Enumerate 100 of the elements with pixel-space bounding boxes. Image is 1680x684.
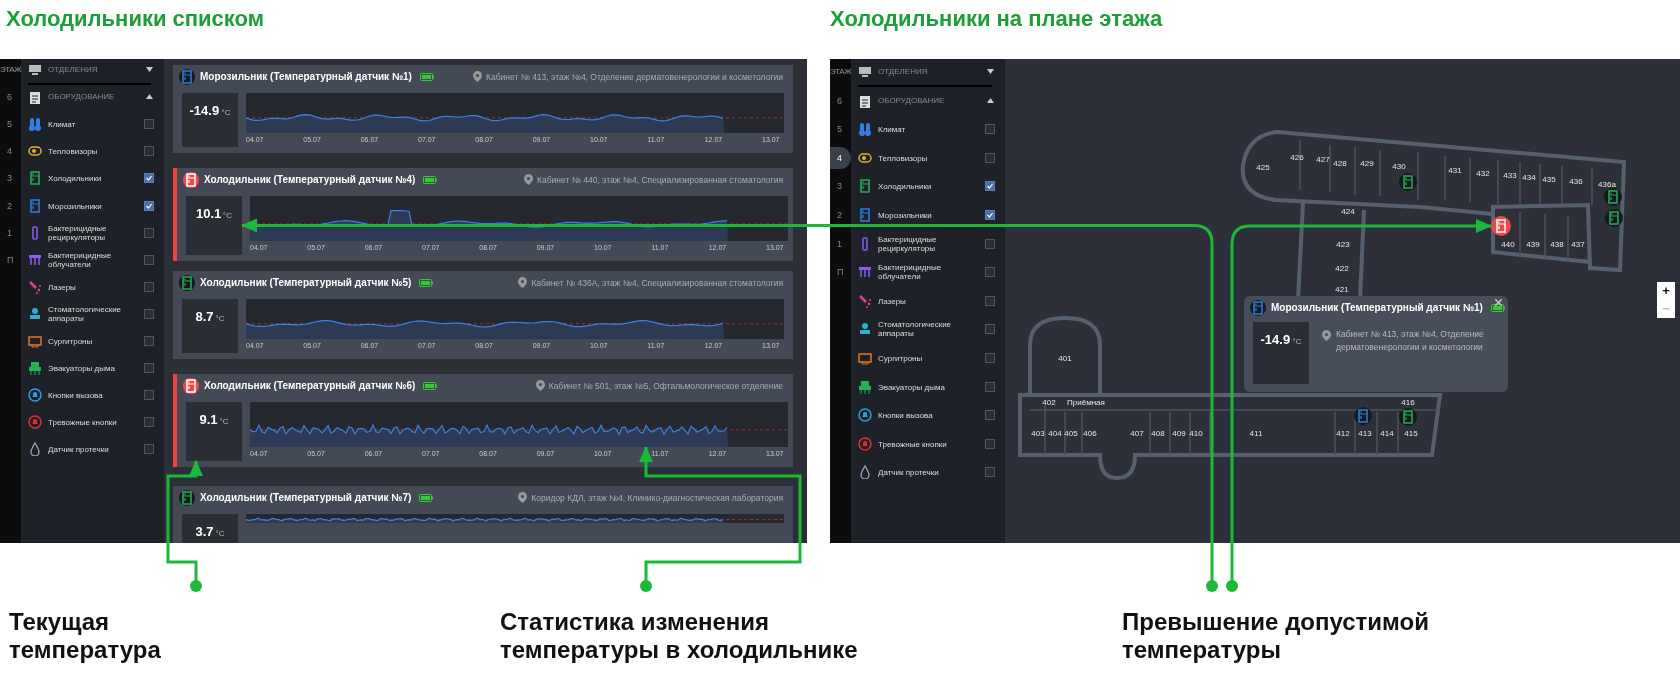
temperature-value: -14.9 xyxy=(189,103,220,118)
floor-number: 4 xyxy=(7,146,12,157)
sensor-title: Холодильник (Температурный датчик №4) xyxy=(204,174,416,185)
menu-heading: ОТДЕЛЕНИЯ xyxy=(48,65,98,74)
room-number: 436 xyxy=(1569,176,1583,186)
sensor-title: Морозильник (Температурный датчик №1) xyxy=(1271,302,1483,313)
room-number: Приёмная xyxy=(1067,397,1105,407)
room-number: 435 xyxy=(1542,174,1556,184)
floor-label: ЭТАЖ xyxy=(830,67,852,76)
sensor-title: Холодильник (Температурный датчик №5) xyxy=(200,277,412,288)
location-text: Кабинет № 413, этаж №4, Отделение дерматовенерологии и косметологии xyxy=(485,72,783,82)
fridge-marker-icon xyxy=(1491,216,1511,236)
sensor-card xyxy=(173,271,793,359)
temperature-unit: °C xyxy=(1292,337,1302,346)
arrow xyxy=(639,446,802,592)
room-number: 426 xyxy=(1290,152,1304,162)
callout-text: Статистика изменения температуры в холодильнике xyxy=(500,586,900,664)
floor-label: ЭТАЖ xyxy=(0,65,22,74)
room-number: 430 xyxy=(1392,161,1406,171)
floor-number: 1 xyxy=(7,227,12,238)
location-text: Коридор КДЛ, этаж №4, Клинико-диагностическая лаборатория xyxy=(531,493,783,503)
zoom-out-button: − xyxy=(1657,300,1675,318)
temperature-unit: °C xyxy=(215,314,225,323)
room-number: 402 xyxy=(1042,397,1056,407)
menu-item: Тревожные кнопки xyxy=(878,439,948,449)
room-number: 410 xyxy=(1189,428,1203,438)
sensor-card xyxy=(173,486,793,543)
menu-heading: ОБОРУДОВАНИЕ xyxy=(48,92,115,102)
room-number: 436а xyxy=(1598,179,1616,189)
temperature-tile xyxy=(1253,322,1309,384)
temperature-tile xyxy=(186,402,242,461)
menu-heading: ОБОРУДОВАНИЕ xyxy=(878,95,945,105)
room-number: 415 xyxy=(1404,428,1418,438)
arrow xyxy=(166,460,203,592)
room-number: 414 xyxy=(1380,428,1394,438)
temperature-tile xyxy=(182,514,238,543)
floor-number: 3 xyxy=(837,181,842,192)
room-number: 437 xyxy=(1571,239,1585,249)
temperature-tile xyxy=(186,196,242,255)
room-number: 405 xyxy=(1064,428,1078,438)
menu-heading: ОТДЕЛЕНИЯ xyxy=(878,67,928,76)
section-heading: Холодильники на плане этажа xyxy=(830,6,1163,32)
menu-item: Сургитроны xyxy=(878,353,924,363)
zoom-in-button: + xyxy=(1657,282,1675,300)
floor-number: П xyxy=(837,267,844,278)
menu-item: Кнопки вызова xyxy=(878,410,934,420)
temperature-value: -14.9 xyxy=(1260,332,1291,347)
room-number: 440 xyxy=(1501,239,1515,249)
sensor-card xyxy=(173,65,793,153)
info-popup xyxy=(1244,296,1508,392)
room-number: 403 xyxy=(1031,428,1045,438)
temperature-unit: °C xyxy=(221,108,231,117)
sensor-card xyxy=(173,374,793,467)
floor-number: 3 xyxy=(7,173,12,184)
room-number: 433 xyxy=(1503,170,1517,180)
room-number: 424 xyxy=(1341,206,1355,216)
room-number: 431 xyxy=(1448,165,1462,175)
temperature-value: 8.7 xyxy=(195,309,214,324)
menu-item: Бактиерицидные облучатели xyxy=(878,263,943,282)
menu-item: Стоматологические аппараты xyxy=(878,320,953,339)
room-number: 428 xyxy=(1333,158,1347,168)
floor-number: 1 xyxy=(837,238,842,249)
room-number: 416 xyxy=(1401,397,1415,407)
floor-number: 5 xyxy=(837,124,842,135)
location-text: Кабинет № 440, этаж №4, Специализированная стоматология xyxy=(537,175,783,185)
menu-item: Климат xyxy=(48,119,77,129)
callout-text: Текущая температура xyxy=(9,586,214,664)
room-number: 434 xyxy=(1522,172,1536,182)
menu-item: Эвакуаторы дыма xyxy=(878,382,946,392)
room-number: 413 xyxy=(1358,428,1372,438)
menu-item: Бактерицидные рециркуляторы xyxy=(48,223,108,242)
menu-item: Лазеры xyxy=(48,282,77,292)
menu-item: Морозильники xyxy=(48,201,103,210)
room-number: 427 xyxy=(1316,154,1330,164)
arrow xyxy=(1226,219,1492,592)
temperature-unit: °C xyxy=(215,529,225,538)
menu-item: Эвакуаторы дыма xyxy=(48,363,116,373)
floor-number: 2 xyxy=(837,210,842,220)
temperature-value: 3.7 xyxy=(195,524,214,539)
room-number: 407 xyxy=(1130,428,1144,438)
temperature-tile xyxy=(182,299,238,353)
sensor-title: Морозильник (Температурный датчик №1) xyxy=(200,71,412,82)
temperature-value: 10.1 xyxy=(196,206,222,221)
menu-item: Холодильники xyxy=(878,181,933,191)
temperature-unit: °C xyxy=(219,417,229,426)
floor-number: 4 xyxy=(837,152,842,163)
menu-item: Климат xyxy=(878,124,907,134)
menu-item: Кнопки вызова xyxy=(48,390,104,400)
menu-item: Тепловизоры xyxy=(878,153,929,163)
menu-item: Морозильники xyxy=(878,210,933,220)
room-number: 421 xyxy=(1335,284,1349,294)
section-heading: Холодильники списком xyxy=(6,6,264,32)
room-number: 409 xyxy=(1172,428,1186,438)
menu-item: Бактиерицидные облучатели xyxy=(48,250,113,269)
room-number: 425 xyxy=(1256,162,1270,172)
location-text: Кабинет № 436А, этаж №4, Специализированная стоматология xyxy=(531,278,783,288)
menu-item: Стоматологические аппараты xyxy=(48,304,123,323)
temperature-value: 9.1 xyxy=(199,412,218,427)
menu-item: Датчик протечки xyxy=(878,467,940,477)
arrow xyxy=(241,218,1218,592)
